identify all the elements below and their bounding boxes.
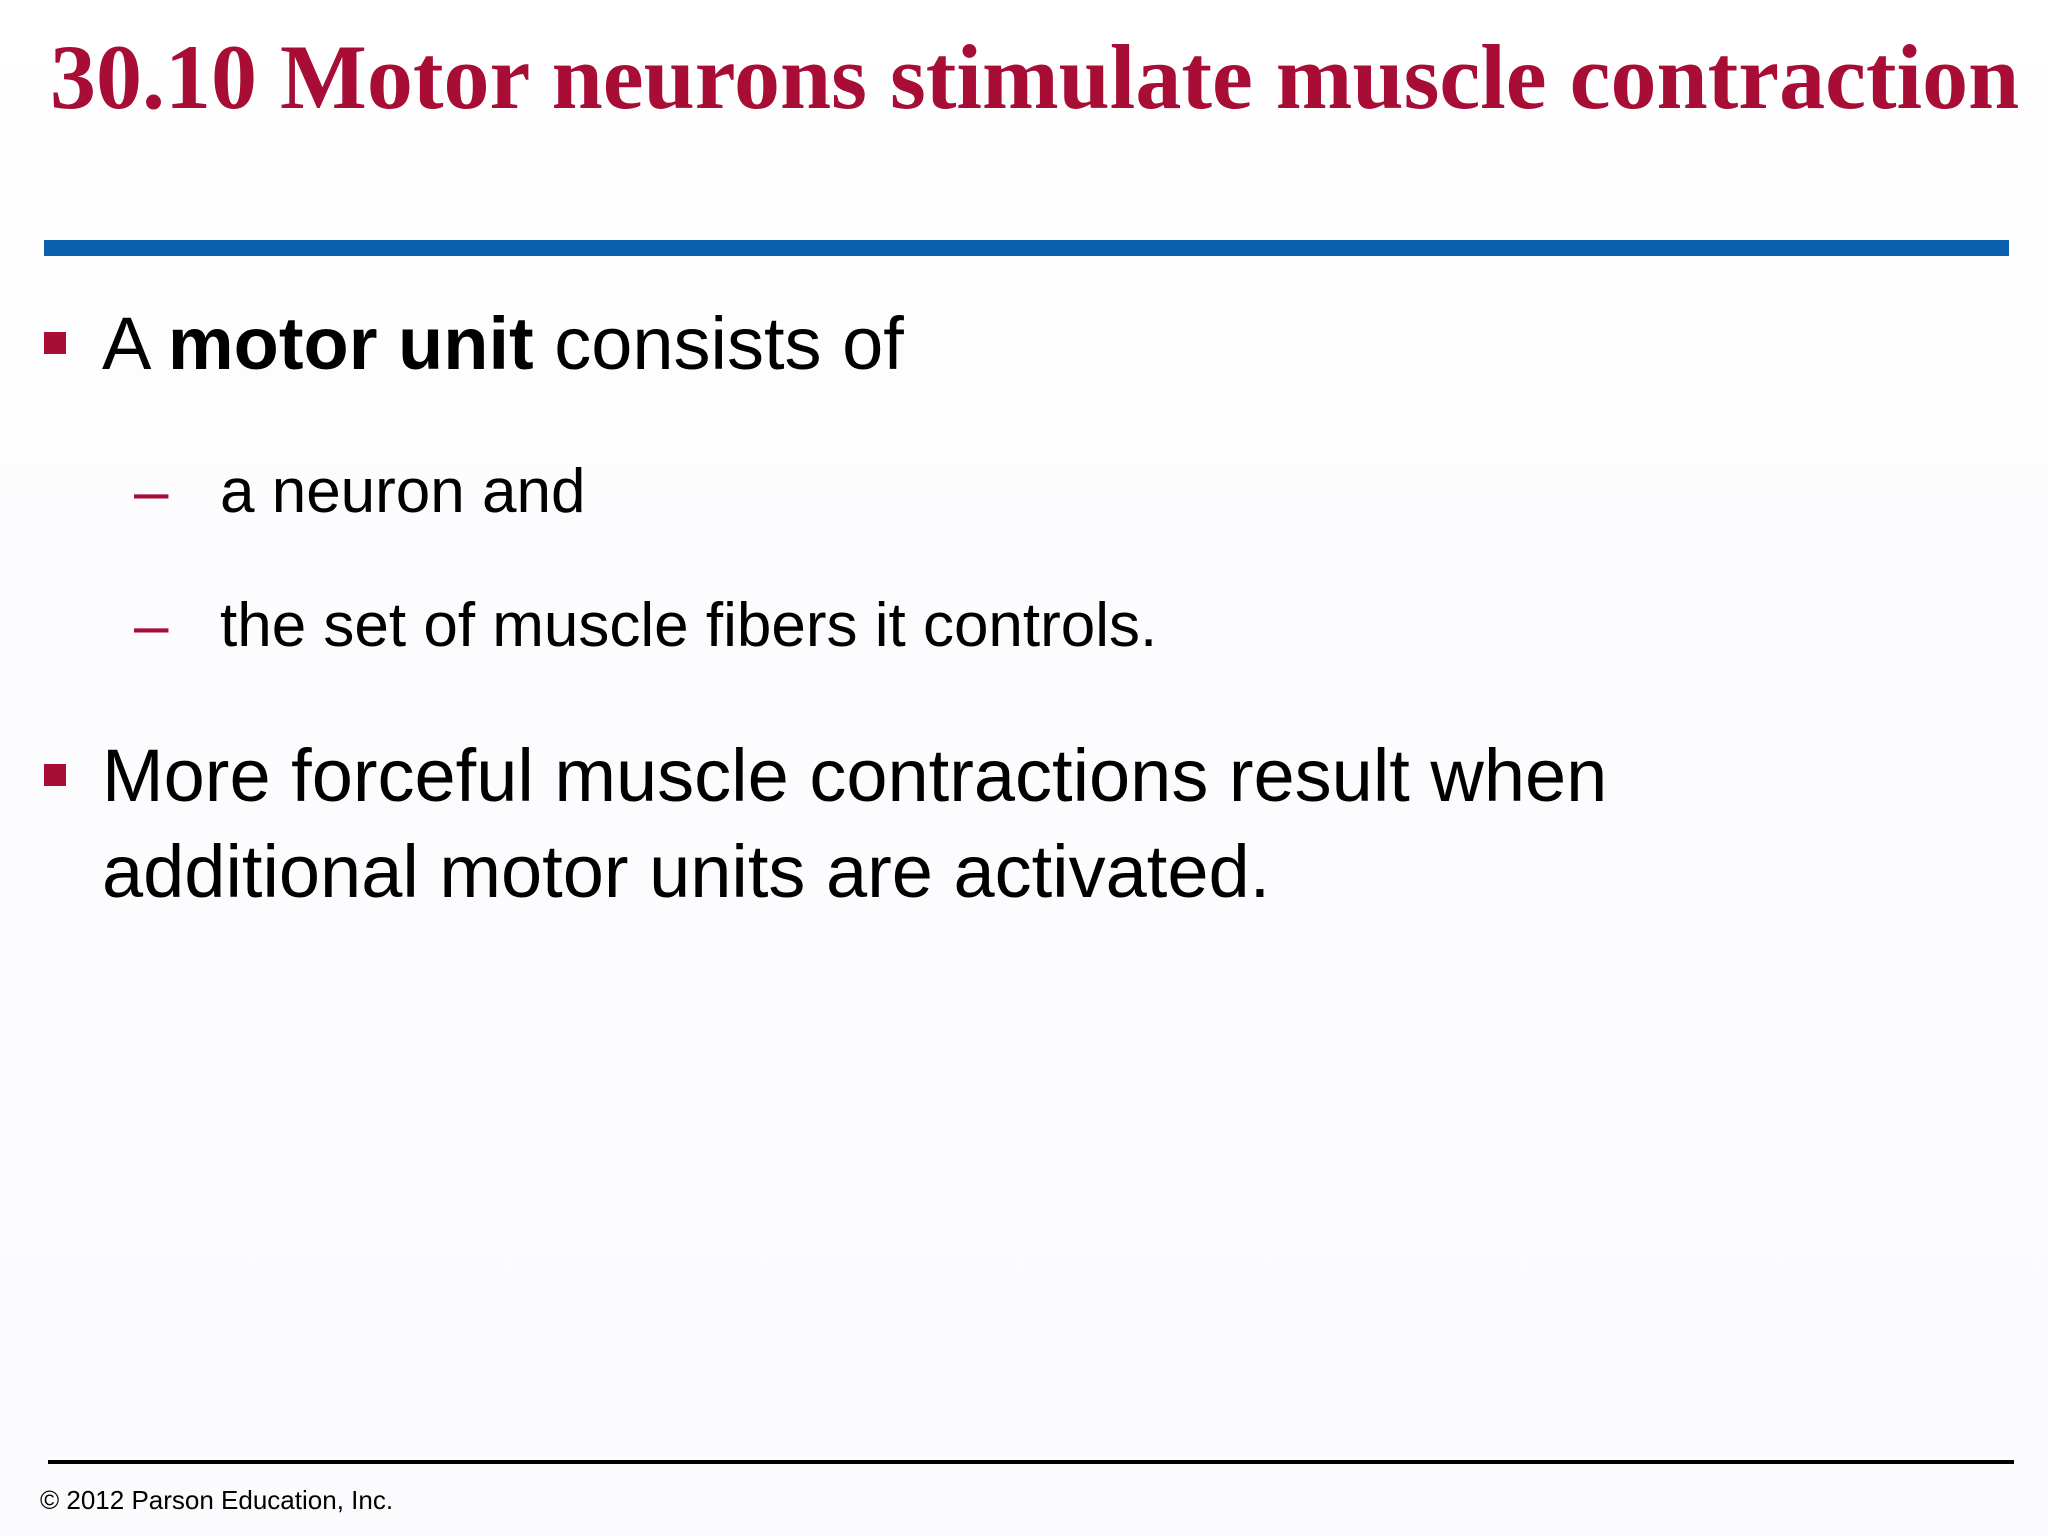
dash-bullet-icon: – (134, 591, 169, 660)
dash-bullet-icon: – (134, 457, 169, 526)
sub-item-muscle-fibers: – the set of muscle fibers it controls. (134, 586, 1934, 666)
square-bullet-icon (44, 332, 66, 354)
footer-divider (48, 1460, 2014, 1464)
sub-item-neuron: – a neuron and (134, 452, 1934, 532)
copyright-footer: © 2012 Parson Education, Inc. (40, 1485, 394, 1515)
bullet-bold-term: motor unit (167, 302, 534, 385)
bullet-item-motor-unit: A motor unit consists of (44, 296, 1944, 396)
sub-item-text: the set of muscle fibers it controls. (220, 591, 1158, 660)
bullet-text: More forceful muscle contractions result… (102, 734, 1608, 913)
title-divider (44, 240, 2009, 256)
sub-item-text: a neuron and (220, 457, 586, 526)
bullet-prefix: A (102, 302, 168, 385)
bullet-suffix: consists of (533, 302, 904, 385)
bullet-item-forceful-contractions: More forceful muscle contractions result… (44, 728, 1944, 928)
bullet-text: A motor unit consists of (102, 296, 1922, 392)
square-bullet-icon (44, 764, 66, 786)
slide-title: 30.10 Motor neurons stimulate muscle con… (50, 26, 2020, 128)
